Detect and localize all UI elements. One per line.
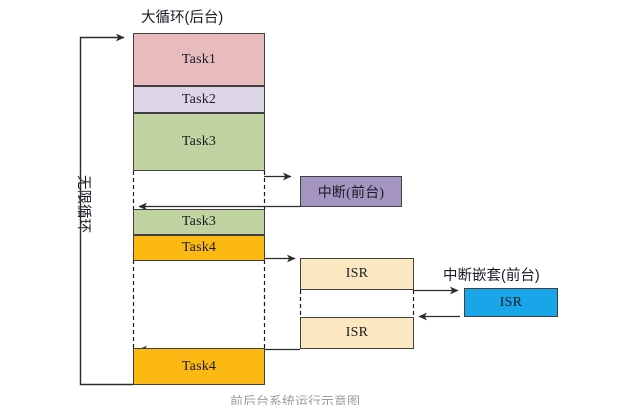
isr-block-upper[interactable]: ISR [300,258,414,290]
task-block-task3-first[interactable]: Task3 [133,113,265,171]
main-loop-title: 大循环(后台) [141,10,224,26]
isr-block-label: ISR [345,325,369,340]
nested-isr-block-label: ISR [499,294,523,310]
task-block-label: Task1 [181,51,217,67]
interrupt-block[interactable]: 中断(前台) [300,176,402,207]
figure-caption: 前后台系统运行示意图 [230,394,361,405]
nested-isr-block[interactable]: ISR [464,288,558,317]
task-block-label: Task3 [181,214,217,229]
isr-block-label: ISR [345,266,369,281]
task-block-label: Task4 [181,358,217,374]
nested-interrupt-title: 中断嵌套(前台) [443,268,540,284]
isr-block-lower[interactable]: ISR [300,317,414,349]
infinite-loop-bracket [79,33,133,386]
task-block-label: Task3 [181,134,217,149]
task-block-label: Task2 [181,91,217,107]
task-block-task4-first[interactable]: Task4 [133,235,265,261]
task-block-task4-resumed[interactable]: Task4 [133,348,265,385]
interrupt-block-label: 中断(前台) [317,185,385,201]
task-block-task1[interactable]: Task1 [133,33,265,86]
dashed-guides-isr [299,290,415,317]
task-block-task3-resumed[interactable]: Task3 [133,209,265,235]
dashed-guides-background [132,171,266,352]
task-block-label: Task4 [181,240,217,255]
task-block-task2[interactable]: Task2 [133,86,265,113]
